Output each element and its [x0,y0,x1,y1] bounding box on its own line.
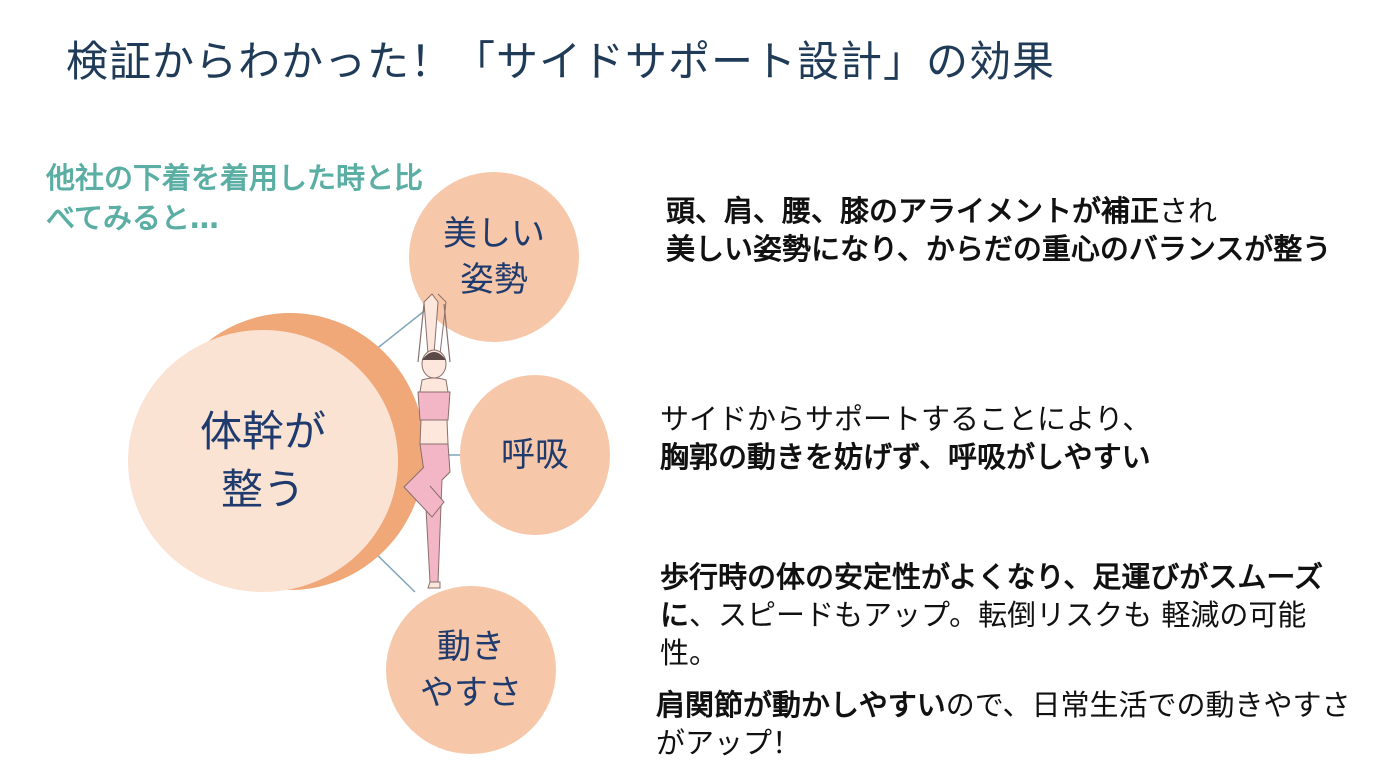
description-shoulder: 肩関節が動かしやすいので、日常生活での動きやすさがアップ！ [656,686,1356,762]
comparison-note: 他社の下着を着用した時と比べてみると… [46,161,424,235]
page-title: 検証からわかった！「サイドサポート設計」の効果 [66,37,1056,86]
effect-label-movement: 動き やすさ [420,627,522,713]
main-circle: 体幹が 整う [128,330,398,592]
shoulder-text-normal: ので、日常生活での動きやすさがアップ！ [656,688,1351,760]
effect-label-breathing: 呼吸 [501,435,569,475]
description-posture: 頭、肩、腰、膝のアライメントが補正され 美しい姿勢になり、からだの重心のバランス… [666,192,1366,268]
description-breathing: サイドからサポートすることにより、 胸郭の動きを妨げず、呼吸がしやすい [660,400,1360,476]
effect-circle-posture: 美しい 姿勢 [409,172,579,342]
yoga-figure-icon [403,293,451,589]
shoulder-text-bold: 肩関節が動かしやすい [656,688,946,722]
effect-circle-breathing: 呼吸 [460,375,610,535]
movement-text-normal: 、スピードもアップ。転倒リスクも 軽減の可能性。 [660,598,1307,670]
breathing-text-line1: サイドからサポートすることにより、 [660,402,1152,436]
effect-label-posture: 美しい 姿勢 [443,214,545,300]
main-circle-label: 体幹が 整う [199,407,326,514]
effect-circle-movement: 動き やすさ [386,586,556,754]
posture-text-bold: 頭、肩、腰、膝のアライメントが補正 [666,194,1160,228]
description-movement: 歩行時の体の安定性がよくなり、足運びがスムーズに、スピードもアップ。転倒リスクも… [660,558,1350,672]
posture-text-bold-2: 美しい姿勢になり、からだの重心のバランスが整う [666,232,1332,266]
posture-text-normal: され [1159,194,1218,228]
breathing-text-line2: 胸郭の動きを妨げず、呼吸がしやすい [660,440,1151,474]
movement-text-bold: 歩行時の体の安定性がよくなり、足運びがスムーズに [660,560,1323,632]
